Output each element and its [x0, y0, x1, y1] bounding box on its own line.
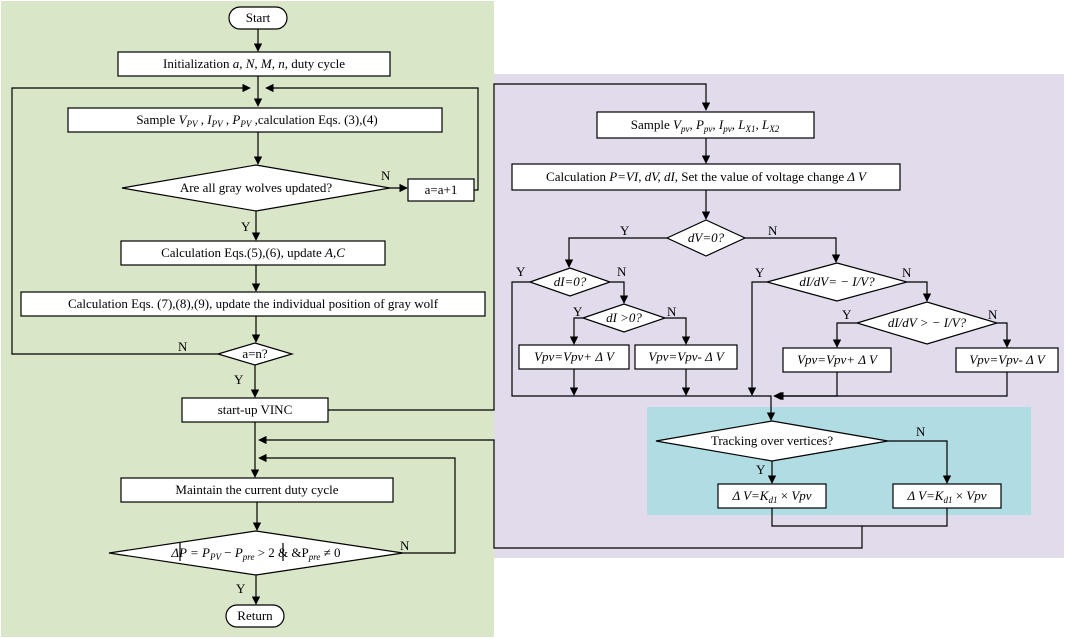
sample-left-box: [67, 107, 443, 133]
edge-di0-digt0: [610, 281, 629, 304]
label-n-aeqn: N: [178, 339, 188, 354]
edge-didveq-didvgt: [907, 281, 932, 302]
vpv-minus-box-2: [955, 347, 1059, 373]
edge-deltap-loop: [258, 453, 456, 554]
label-n-didvgt: N: [988, 307, 998, 322]
dv0-label: dV=0?: [688, 230, 725, 245]
edge-minus2-join: [775, 372, 1008, 401]
startup-vinc-box: [181, 397, 329, 423]
left-panel: [1, 1, 494, 637]
calc-789-box: [20, 291, 486, 317]
gray-wolves-label: Are all gray wolves updated?: [180, 180, 333, 195]
didv-gt-label: dI/dV > − I/V?: [888, 315, 967, 330]
edge-didvgt-plus: [832, 322, 857, 348]
label-n-digt0: N: [667, 304, 677, 319]
vpv-minus-label-1: Vpv=Vpv- Δ V: [648, 349, 725, 364]
vpv-plus-box-1: [518, 344, 630, 370]
maintain-box: [120, 477, 394, 503]
edge-di0-join: [511, 281, 776, 421]
return-label: Return: [237, 608, 273, 623]
label-y-di0: Y: [516, 264, 526, 279]
vpv-plus-label-2: Vpv=Vpv+ Δ V: [797, 352, 879, 367]
dv-k1-box: [717, 483, 827, 509]
label-n-deltap: N: [400, 538, 410, 553]
label-n-tracking: N: [916, 424, 926, 439]
a-eq-n-decision: [215, 342, 295, 366]
return-node: [225, 604, 285, 628]
di-gt0-label: dI >0?: [606, 310, 642, 325]
edge-dv0-didveq: [745, 237, 841, 263]
tracking-label: Tracking over vertices?: [711, 433, 833, 448]
sample-right-label: Sample Vpv, Ppv, Ipv, LX1, LX2: [631, 117, 780, 134]
label-y-wolves: Y: [241, 219, 251, 234]
edge-dv0-di0: [564, 237, 667, 268]
edge-didvgt-minus: [997, 322, 1012, 348]
label-y-deltap: Y: [236, 581, 246, 596]
a-increment-label: a=a+1: [425, 182, 458, 197]
calc-56-box: [120, 240, 386, 266]
maintain-label: Maintain the current duty cycle: [175, 482, 338, 497]
start-label: Start: [246, 10, 271, 25]
label-n-dv0: N: [768, 223, 778, 238]
label-n-wolves: N: [381, 168, 391, 183]
label-n-didveq: N: [902, 265, 912, 280]
sample-right-box: [596, 111, 815, 139]
calc-56-label: Calculation Eqs.(5),(6), update A,C: [161, 245, 345, 260]
label-y-aeqn: Y: [234, 372, 244, 387]
edge-tracking-k2: [888, 440, 952, 484]
label-y-tracking: Y: [756, 462, 766, 477]
edge-startup-right: [328, 83, 711, 411]
delta-p-label: ΔP = PPV − Ppre > 2 & &Ppre ≠ 0: [170, 545, 340, 562]
edge-k2-return: [862, 508, 948, 527]
vpv-minus-box-1: [634, 344, 738, 370]
didv-eq-label: dI/dV= − I/V?: [799, 274, 875, 289]
sample-left-label: Sample VPV , IPV , PPV ,calculation Eqs.…: [136, 112, 377, 129]
a-eq-n-label: a=n?: [242, 346, 268, 361]
startup-vinc-label: start-up VINC: [218, 402, 293, 417]
edge-aeqn-loop: [11, 83, 251, 355]
vpv-plus-label-1: Vpv=Vpv+ Δ V: [534, 349, 616, 364]
edge-didveq-join: [747, 281, 767, 396]
edge-k1-return: [258, 435, 863, 549]
edge-ainc-loop: [265, 83, 479, 191]
init-box: [117, 51, 391, 77]
dv-k1-label: Δ V=Kd1 × Vpv: [731, 488, 811, 505]
dv-k2-label: Δ V=Kd1 × Vpv: [906, 488, 986, 505]
calc-p-label: Calculation P=VI, dV, dI, Set the value …: [546, 169, 868, 184]
edge-digt0-minus: [665, 317, 691, 345]
dv-k2-box: [892, 483, 1002, 509]
label-y-didvgt: Y: [842, 307, 852, 322]
label-n-di0: N: [617, 264, 627, 279]
calc-789-label: Calculation Eqs. (7),(8),(9), update the…: [68, 296, 439, 311]
label-y-didveq: Y: [755, 265, 765, 280]
label-y-digt0: Y: [573, 304, 583, 319]
label-y-dv0: Y: [620, 223, 630, 238]
edge-digt0-plus: [569, 317, 583, 345]
di0-label: dI=0?: [554, 274, 587, 289]
vpv-minus-label-2: Vpv=Vpv- Δ V: [969, 352, 1046, 367]
init-label: Initialization a, N, M, n, duty cycle: [163, 56, 345, 71]
